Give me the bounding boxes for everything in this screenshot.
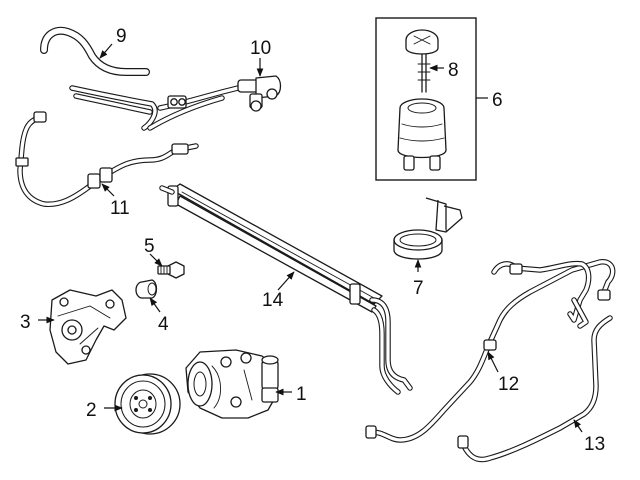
part-10-pressure-hose xyxy=(69,75,282,131)
part-1-pump xyxy=(185,349,279,419)
callout-12: 12 xyxy=(498,374,519,395)
callout-2: 2 xyxy=(86,400,97,421)
callout-6: 6 xyxy=(492,90,503,111)
callout-14: 14 xyxy=(262,290,284,311)
part-4-bushing xyxy=(135,279,158,299)
callout-1: 1 xyxy=(296,384,307,405)
leader-lines xyxy=(38,43,583,433)
callout-8: 8 xyxy=(448,60,459,81)
part-12-pressure-line xyxy=(365,259,616,443)
callout-4: 4 xyxy=(158,314,169,335)
callout-labels: 9 10 11 8 6 7 5 4 3 2 1 14 12 13 xyxy=(20,26,605,455)
part-5-bolt xyxy=(157,261,185,279)
callout-5: 5 xyxy=(144,236,155,257)
part-3-bracket xyxy=(49,289,127,365)
part-13-return-line xyxy=(457,315,613,463)
part-14-cooler xyxy=(159,183,413,395)
part-2-pulley xyxy=(114,373,181,435)
part-9-hose xyxy=(40,26,150,76)
part-11-return-hose xyxy=(15,111,199,208)
callout-9: 9 xyxy=(116,26,127,47)
callout-11: 11 xyxy=(110,198,130,219)
part-7-bracket xyxy=(393,197,463,260)
callout-3: 3 xyxy=(20,312,31,333)
callout-10: 10 xyxy=(250,38,271,59)
callout-7: 7 xyxy=(413,278,424,299)
part-6-reservoir-group xyxy=(375,17,477,181)
callout-13: 13 xyxy=(584,434,605,455)
